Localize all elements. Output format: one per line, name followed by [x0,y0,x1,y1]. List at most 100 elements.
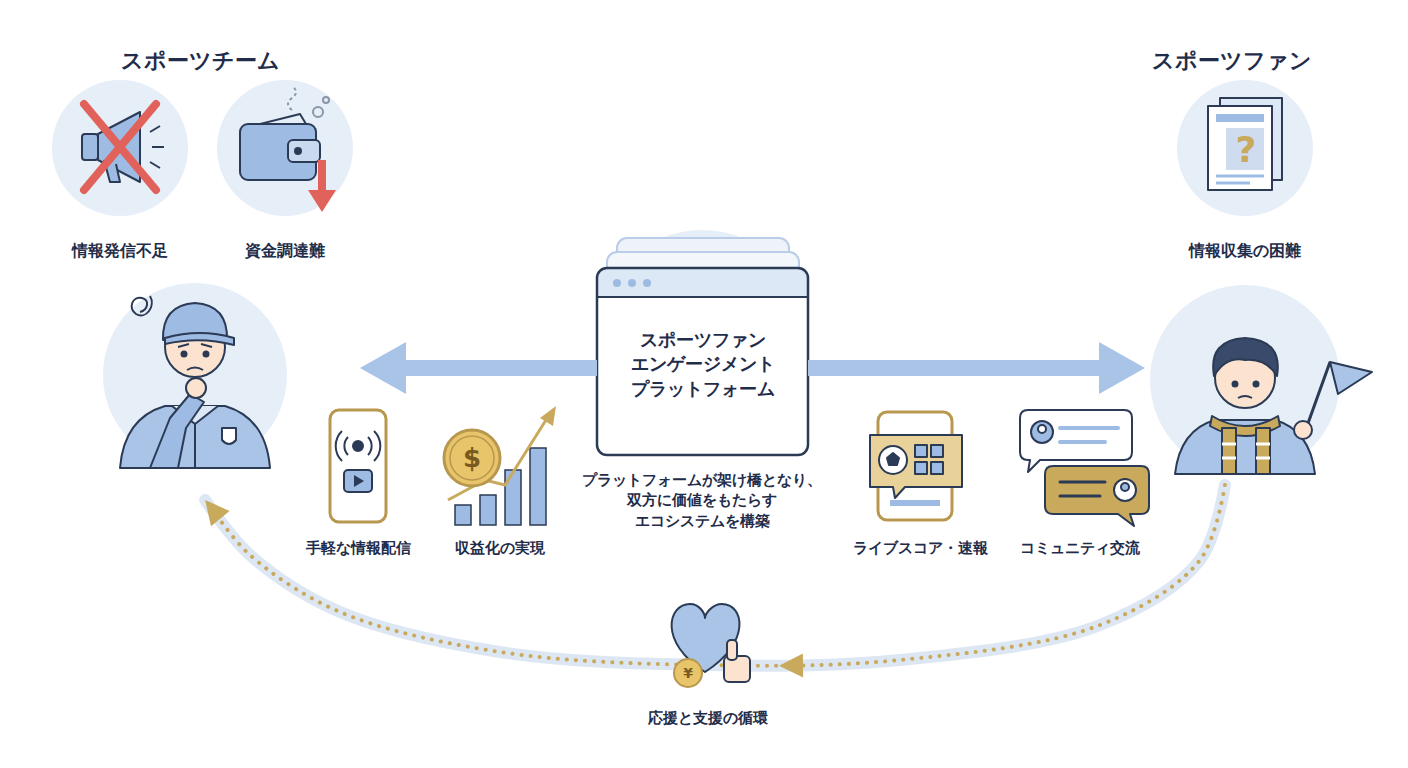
down-arrow [318,160,326,194]
team-person [187,368,203,371]
arrow-head [1099,342,1145,394]
platform-window [597,268,808,455]
problem-circle: 情報発信不足 [45,80,195,270]
platform-window [628,279,636,287]
fan-person [1254,382,1259,387]
caption-note: プラットフォームが架け橋となり、 双方に価値をもたらす エコシステムを構築 [557,470,847,531]
icon-circle-bg [217,80,353,216]
community-chat-icon [1114,479,1136,501]
team-person [120,296,270,468]
arrow-head [205,500,229,526]
phone-broadcast-icon [336,431,381,461]
team-person [182,352,187,357]
team-person [222,428,236,444]
fan-person [1222,428,1236,474]
live-score-icon [931,445,943,457]
community-chat-icon [1060,482,1105,496]
platform-window [597,296,808,298]
platform-window [597,238,808,455]
edge-label: 応援と支援の循環 [648,708,768,728]
revenue-chart-icon [444,406,556,525]
node-text: スポーツファン エンゲージメント プラットフォーム [607,328,798,401]
connector-line [808,360,1107,376]
community-chat-icon [1031,421,1053,443]
fan-person [1175,338,1372,474]
wallet-icon [295,148,301,154]
fan-person [1222,444,1270,458]
problem-circle: 資金調達難 [210,80,360,270]
node-text: スポーツファン [1142,46,1322,76]
fan-person [1256,428,1270,474]
feature-label: 収益化の実現 [455,538,545,558]
revenue-chart-icon [505,470,521,525]
wallet-icon [288,140,320,162]
phone-broadcast-icon [330,410,386,522]
feature-label: コミュニティ交流 [1020,538,1140,558]
fan-person [1233,382,1238,387]
fan-group: スポーツファン情報収集の困難 [1145,40,1385,485]
phone-broadcast-icon [330,410,386,522]
cross-mark [84,104,156,190]
newspaper-icon [1216,176,1264,183]
live-score-icon [915,445,927,457]
heart-support-icon [674,659,702,687]
revenue-chart-icon [444,430,500,486]
icon-circle-bg [103,283,287,467]
community-chat-icon [1060,428,1118,442]
node-text: 情報収集の困難 [1170,240,1320,262]
team-person [150,394,204,468]
live-score-icon [870,435,962,498]
live-score-icon [890,500,940,506]
icon-circle-bg [1150,285,1340,475]
community-chat-icon [1038,425,1046,433]
problem-circle: 情報収集の困難 [1170,80,1320,270]
revenue-chart-icon [530,448,546,525]
team-group: スポーツチーム情報発信不足資金調達難 [40,40,360,500]
icon-circle-bg [52,80,188,216]
node-text: 資金調達難 [210,240,360,262]
newspaper-icon [1208,98,1282,190]
community-chat-icon [1020,410,1132,472]
connector-group [360,342,597,394]
node-text: 情報発信不足 [45,240,195,262]
wallet-icon [323,97,329,103]
cross-mark [84,104,156,190]
wallet-icon [313,107,323,117]
platform-window [597,285,808,297]
revenue-chart-icon [455,505,471,525]
down-arrow [308,190,336,212]
team-person [186,378,206,398]
phone-broadcast-icon [344,470,372,492]
currency-symbol: $ [463,441,481,476]
team-person [204,352,209,357]
feature-label: 手軽な情報配信 [306,538,411,558]
question-mark: ? [1236,126,1257,175]
live-score-icon [931,462,943,474]
fan-person [1330,362,1372,394]
team-person [194,424,196,468]
cross-mark [84,104,156,190]
live-score-icon [870,412,962,520]
wallet-icon [288,86,296,110]
megaphone-icon [82,134,98,160]
platform-window [613,279,621,287]
fan-person [1294,421,1312,439]
connector-line [398,360,597,376]
newspaper-icon [1216,114,1264,122]
wallet-icon [240,86,329,180]
node-text: スポーツチーム [100,46,300,76]
fan-person [1238,396,1252,398]
heart-support-icon [727,640,737,660]
fan-person [1213,338,1278,376]
platform-window [597,268,808,297]
connector-group [808,342,1145,394]
community-chat-icon [1045,466,1149,526]
revenue-chart-icon [540,406,556,426]
team-person [165,333,234,345]
platform-box: スポーツファン エンゲージメント プラットフォーム [597,268,808,455]
arrow-head [779,653,803,677]
live-score-icon [887,453,899,465]
icon-circle-bg [52,80,1340,475]
arrow-head [360,342,406,394]
